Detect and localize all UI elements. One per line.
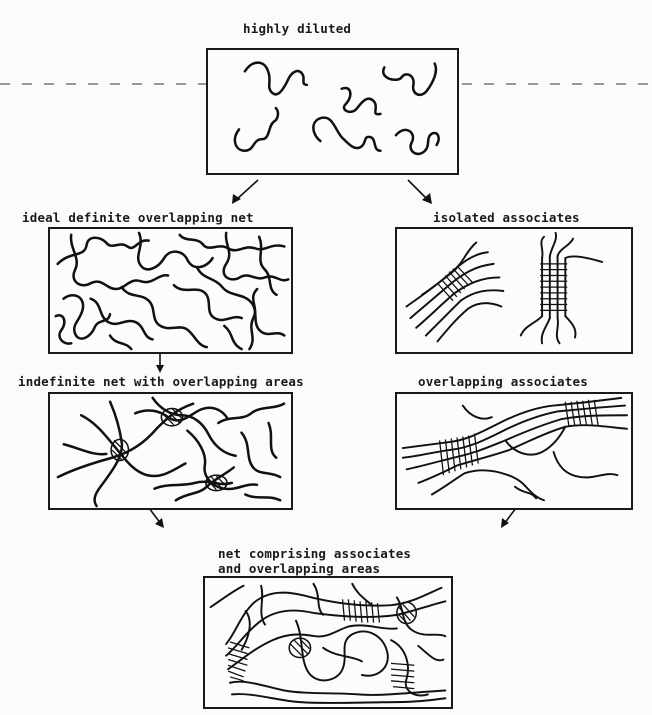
indefinite-net-drawing bbox=[50, 394, 291, 508]
arrow-to-isolated bbox=[408, 180, 432, 204]
panel-highly-diluted bbox=[206, 48, 459, 175]
overlapping-associates-drawing bbox=[397, 394, 631, 508]
arrow-to-indefinite-net bbox=[156, 352, 164, 373]
panel-overlapping-associates bbox=[395, 392, 633, 510]
label-highly-diluted: highly diluted bbox=[243, 21, 351, 36]
label-isolated-associates: isolated associates bbox=[433, 210, 580, 225]
associate-zone-right bbox=[391, 663, 414, 688]
overlap-area-top bbox=[161, 408, 182, 425]
isolated-associates-drawing bbox=[397, 229, 631, 352]
panel-isolated-associates bbox=[395, 227, 633, 354]
associate-bundle-right bbox=[521, 233, 602, 343]
arrow-to-ideal-net bbox=[232, 180, 258, 204]
panel-indefinite-net bbox=[48, 392, 293, 510]
combined-net-drawing bbox=[205, 578, 451, 707]
arrow-combined-right bbox=[501, 508, 516, 528]
label-combined-line2: and overlapping areas bbox=[218, 561, 380, 576]
overlap-area-center bbox=[289, 638, 310, 657]
label-ideal-net: ideal definite overlapping net bbox=[22, 210, 254, 225]
label-combined-line1: net comprising associates bbox=[218, 546, 411, 561]
label-indefinite-net: indefinite net with overlapping areas bbox=[18, 374, 304, 389]
label-overlapping-associates: overlapping associates bbox=[418, 374, 588, 389]
arrow-combined-left bbox=[149, 508, 164, 528]
panel-combined-net bbox=[203, 576, 453, 709]
dilute-coils-drawing bbox=[208, 50, 457, 173]
associate-bundle-left bbox=[406, 243, 503, 342]
overlap-area-left bbox=[111, 439, 128, 460]
ideal-net-drawing bbox=[50, 229, 291, 352]
associate-zone-top bbox=[343, 599, 380, 622]
panel-ideal-net bbox=[48, 227, 293, 354]
